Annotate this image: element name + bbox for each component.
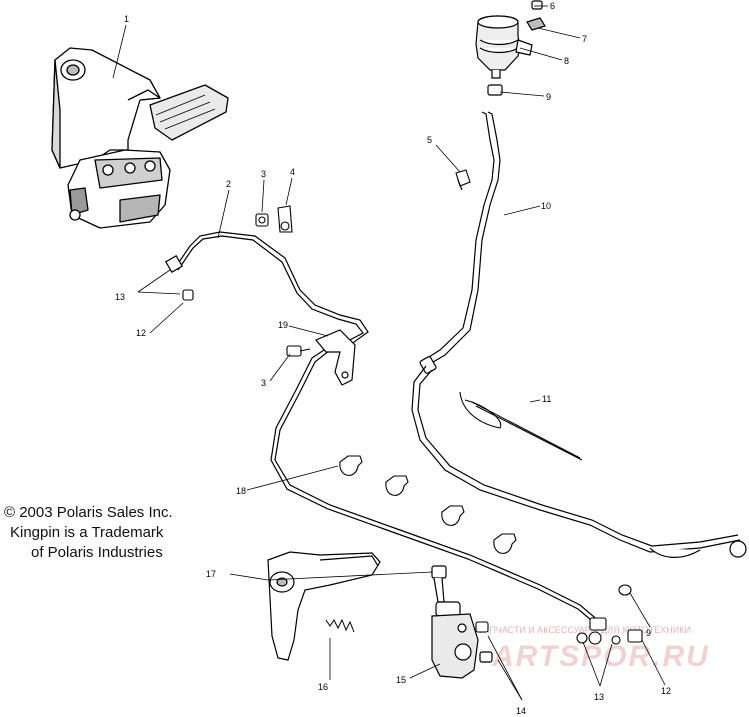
- callout-13-top: 13: [115, 292, 125, 302]
- callout-8: 8: [564, 56, 569, 66]
- return-spring: [326, 620, 354, 632]
- callout-15: 15: [396, 675, 406, 685]
- banjo-bolt-fittings: [183, 206, 310, 356]
- copyright-line-3: of Polaris Industries: [31, 544, 163, 561]
- callout-14: 14: [516, 706, 526, 716]
- callout-13-lower: 13: [594, 692, 604, 702]
- brake-fluid-reservoir: [419, 1, 545, 374]
- callout-6: 6: [550, 1, 555, 11]
- callout-12-lower: 12: [661, 686, 671, 696]
- leader-lines: [112, 5, 666, 701]
- callout-3: 3: [261, 169, 266, 179]
- callout-18: 18: [236, 486, 246, 496]
- callout-numbers: 1 2 3 4 5 6 7 8 9 10 11 12 13 19 3 18 17…: [115, 1, 671, 716]
- copyright-line-1: © 2003 Polaris Sales Inc.: [4, 504, 173, 521]
- callout-10: 10: [541, 201, 551, 211]
- brake-caliper-assembly: [52, 48, 228, 228]
- brake-hose-upper: [166, 232, 600, 625]
- callout-3-lower: 3: [261, 378, 266, 388]
- callout-12-top: 12: [136, 328, 146, 338]
- callout-11: 11: [542, 394, 551, 404]
- watermark: ЗАПЧАСТИ И АКСЕССУАРЫ ДЛЯ МОТОТЕХНИКИ AR…: [478, 625, 710, 673]
- callout-1: 1: [124, 14, 129, 24]
- hose-clips: [340, 456, 516, 553]
- copyright-line-2: Kingpin is a Trademark: [10, 524, 164, 541]
- cable-tie: [460, 392, 582, 460]
- copyright-notice: © 2003 Polaris Sales Inc. Kingpin is a T…: [4, 503, 194, 563]
- callout-9-lower: 9: [646, 628, 651, 638]
- callout-5: 5: [427, 135, 432, 145]
- master-cylinder: [432, 602, 492, 678]
- brake-pedal: [268, 552, 446, 660]
- callout-17: 17: [206, 569, 216, 579]
- lower-hose-fittings: [476, 585, 642, 644]
- fitting-5: [456, 170, 470, 190]
- callout-7: 7: [582, 34, 587, 44]
- callout-16: 16: [318, 682, 328, 692]
- callout-19: 19: [278, 320, 288, 330]
- watermark-caption: ЗАПЧАСТИ И АКСЕССУАРЫ ДЛЯ МОТОТЕХНИКИ: [478, 625, 691, 635]
- watermark-brand: ARTSPOR.RU: [491, 640, 710, 673]
- callout-2: 2: [226, 179, 231, 189]
- reservoir-hose: [412, 366, 746, 557]
- callout-4: 4: [290, 167, 295, 177]
- callout-9-top: 9: [546, 92, 551, 102]
